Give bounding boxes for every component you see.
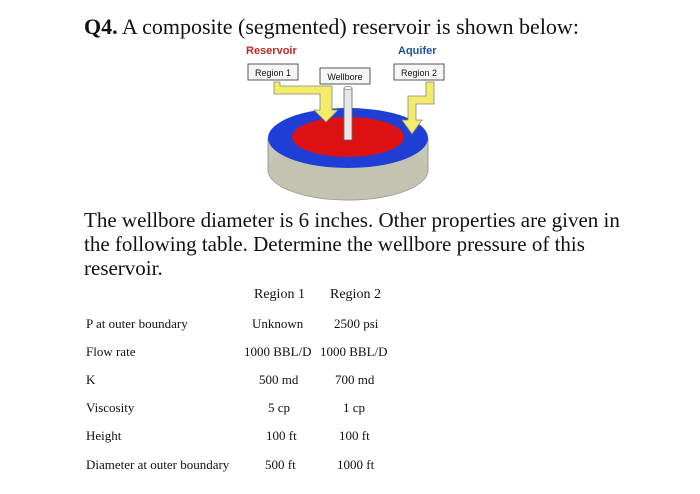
row-label-flow-rate: Flow rate bbox=[86, 344, 136, 359]
reservoir-figure: Reservoir Aquifer Region 1 Wellbore Regi… bbox=[246, 45, 445, 201]
wellbore-label: Wellbore bbox=[327, 72, 362, 82]
region1-box: Region 1 bbox=[247, 63, 299, 81]
row-value-r2: 2500 psi bbox=[334, 316, 379, 331]
row-value-r2: 1000 ft bbox=[337, 457, 375, 472]
row-label-height: Height bbox=[86, 428, 122, 443]
row-value-r1: Unknown bbox=[252, 316, 304, 331]
wellbore-top bbox=[343, 86, 353, 90]
table-header-region1: Region 1 bbox=[254, 287, 305, 302]
question-title: Q4. A composite (segmented) reservoir is… bbox=[84, 14, 579, 40]
row-value-r1: 500 md bbox=[259, 372, 299, 387]
region1-label: Region 1 bbox=[255, 68, 291, 78]
row-value-r2: 1000 BBL/D bbox=[320, 344, 388, 359]
row-label-viscosity: Viscosity bbox=[86, 400, 135, 415]
region2-label: Region 2 bbox=[401, 68, 437, 78]
row-value-r1: 1000 BBL/D bbox=[244, 344, 312, 359]
row-label-p-outer: P at outer boundary bbox=[86, 316, 188, 331]
region2-box: Region 2 bbox=[393, 63, 445, 81]
table-header-region2: Region 2 bbox=[330, 287, 381, 302]
row-value-r1: 100 ft bbox=[266, 428, 297, 443]
row-value-r2: 100 ft bbox=[339, 428, 370, 443]
row-value-r2: 700 md bbox=[335, 372, 375, 387]
question-number: Q4. bbox=[84, 14, 118, 39]
row-label-diameter: Diameter at outer boundary bbox=[86, 457, 230, 472]
row-value-r1: 500 ft bbox=[265, 457, 296, 472]
problem-paragraph: The wellbore diameter is 6 inches. Other… bbox=[84, 208, 620, 280]
row-value-r1: 5 cp bbox=[268, 400, 291, 415]
reservoir-label: Reservoir bbox=[246, 45, 297, 57]
aquifer-label: Aquifer bbox=[398, 45, 437, 57]
question-text: A composite (segmented) reservoir is sho… bbox=[117, 14, 579, 39]
row-value-r2: 1 cp bbox=[343, 400, 366, 415]
region1-arrow-icon bbox=[273, 81, 339, 123]
wellbore-box: Wellbore bbox=[319, 67, 371, 85]
region2-arrow-icon bbox=[401, 81, 435, 135]
row-label-k: K bbox=[86, 372, 96, 387]
